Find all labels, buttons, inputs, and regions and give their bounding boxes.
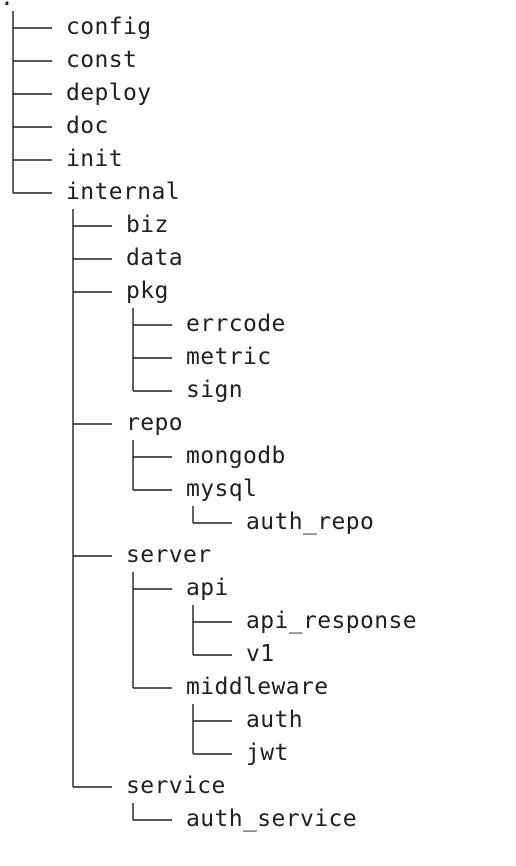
tree-branch-end [132, 473, 176, 506]
tree-row: auth_repo [0, 506, 516, 539]
tree-root: . [0, 0, 14, 10]
tree-branch [132, 308, 176, 341]
tree-row: metric [0, 341, 516, 374]
tree-node-label[interactable]: doc [66, 113, 109, 139]
tree-row: sign [0, 374, 516, 407]
tree-guide-line [72, 671, 74, 704]
tree-row: repo [0, 407, 516, 440]
tree-row: api_response [0, 605, 516, 638]
tree-node-label[interactable]: auth_service [186, 806, 357, 832]
tree-guide-line [132, 638, 134, 671]
tree-row: jwt [0, 737, 516, 770]
tree-guide-line [72, 737, 74, 770]
tree-node-label[interactable]: v1 [246, 641, 275, 667]
tree-guide-line [72, 341, 74, 374]
tree-branch-end [192, 638, 236, 671]
tree-guide-line [72, 572, 74, 605]
tree-branch [72, 209, 116, 242]
tree-branch-end [132, 803, 176, 836]
tree-node-label[interactable]: repo [126, 410, 183, 436]
tree-node-label[interactable]: pkg [126, 278, 169, 304]
tree-row: pkg [0, 275, 516, 308]
tree-node-label[interactable]: api_response [246, 608, 417, 634]
tree-row: biz [0, 209, 516, 242]
tree-guide-line [72, 506, 74, 539]
tree-row: api [0, 572, 516, 605]
tree-row: const [0, 44, 516, 77]
tree-row: auth [0, 704, 516, 737]
tree-row: v1 [0, 638, 516, 671]
tree-row: service [0, 770, 516, 803]
tree-branch [192, 704, 236, 737]
tree-guide-line [72, 308, 74, 341]
tree-branch-end [72, 770, 116, 803]
tree-branch [12, 143, 56, 176]
tree-node-label[interactable]: server [126, 542, 212, 568]
tree-guide-line [72, 638, 74, 671]
tree-node-label[interactable]: metric [186, 344, 272, 370]
tree-row: mongodb [0, 440, 516, 473]
tree-branch [72, 407, 116, 440]
tree-node-label[interactable]: middleware [186, 674, 329, 700]
tree-branch [12, 77, 56, 110]
tree-branch-end [132, 374, 176, 407]
tree-row: auth_service [0, 803, 516, 836]
tree-branch-end [192, 737, 236, 770]
tree-branch [132, 341, 176, 374]
tree-row: middleware [0, 671, 516, 704]
tree-node-label[interactable]: deploy [66, 80, 152, 106]
tree-node-label[interactable]: mysql [186, 476, 258, 502]
tree-branch-end [12, 176, 56, 209]
tree-branch-end [192, 506, 236, 539]
tree-node-label[interactable]: api [186, 575, 229, 601]
tree-node-label[interactable]: sign [186, 377, 243, 403]
tree-node-label[interactable]: data [126, 245, 183, 271]
tree-row: config [0, 11, 516, 44]
tree-branch [12, 110, 56, 143]
tree-row: internal [0, 176, 516, 209]
tree-node-label[interactable]: internal [66, 179, 180, 205]
tree-branch [12, 11, 56, 44]
tree-node-label[interactable]: config [66, 14, 152, 40]
tree-node-label[interactable]: biz [126, 212, 169, 238]
tree-row: deploy [0, 77, 516, 110]
tree-guide-line [72, 440, 74, 473]
tree-row: mysql [0, 473, 516, 506]
tree-guide-line [72, 605, 74, 638]
tree-branch [72, 275, 116, 308]
tree-node-label[interactable]: init [66, 146, 123, 172]
tree-row: errcode [0, 308, 516, 341]
tree-branch [192, 605, 236, 638]
tree-branch [72, 539, 116, 572]
tree-branch-end [132, 671, 176, 704]
tree-guide-line [132, 605, 134, 638]
tree-guide-line [72, 374, 74, 407]
tree-node-label[interactable]: const [66, 47, 138, 73]
tree-node-label[interactable]: mongodb [186, 443, 286, 469]
tree-guide-line [72, 473, 74, 506]
tree-branch [12, 44, 56, 77]
tree-guide-line [72, 704, 74, 737]
tree-node-label[interactable]: auth_repo [246, 509, 375, 535]
tree-row: init [0, 143, 516, 176]
tree-branch [132, 572, 176, 605]
tree-node-label[interactable]: auth [246, 707, 303, 733]
tree-row: doc [0, 110, 516, 143]
tree-row: server [0, 539, 516, 572]
tree-row: data [0, 242, 516, 275]
tree-node-label[interactable]: service [126, 773, 226, 799]
tree-node-label[interactable]: errcode [186, 311, 286, 337]
tree-branch [132, 440, 176, 473]
tree-branch [72, 242, 116, 275]
tree-node-label[interactable]: jwt [246, 740, 289, 766]
